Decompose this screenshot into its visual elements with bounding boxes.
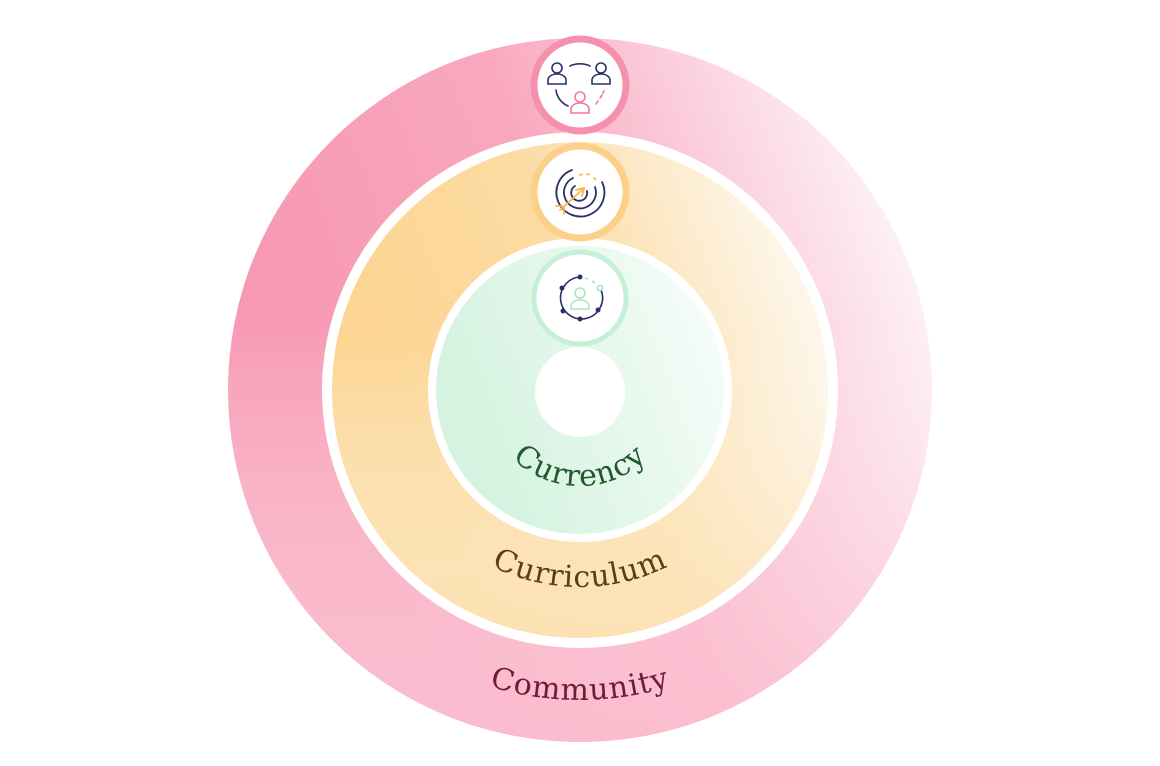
community-people-icon (547, 62, 611, 114)
person-cycle-icon (559, 274, 604, 322)
currency-badge (531, 249, 629, 347)
target-arrow-icon (555, 169, 606, 218)
curriculum-badge (530, 142, 630, 242)
community-badge (530, 35, 630, 135)
center-circle (535, 347, 625, 437)
